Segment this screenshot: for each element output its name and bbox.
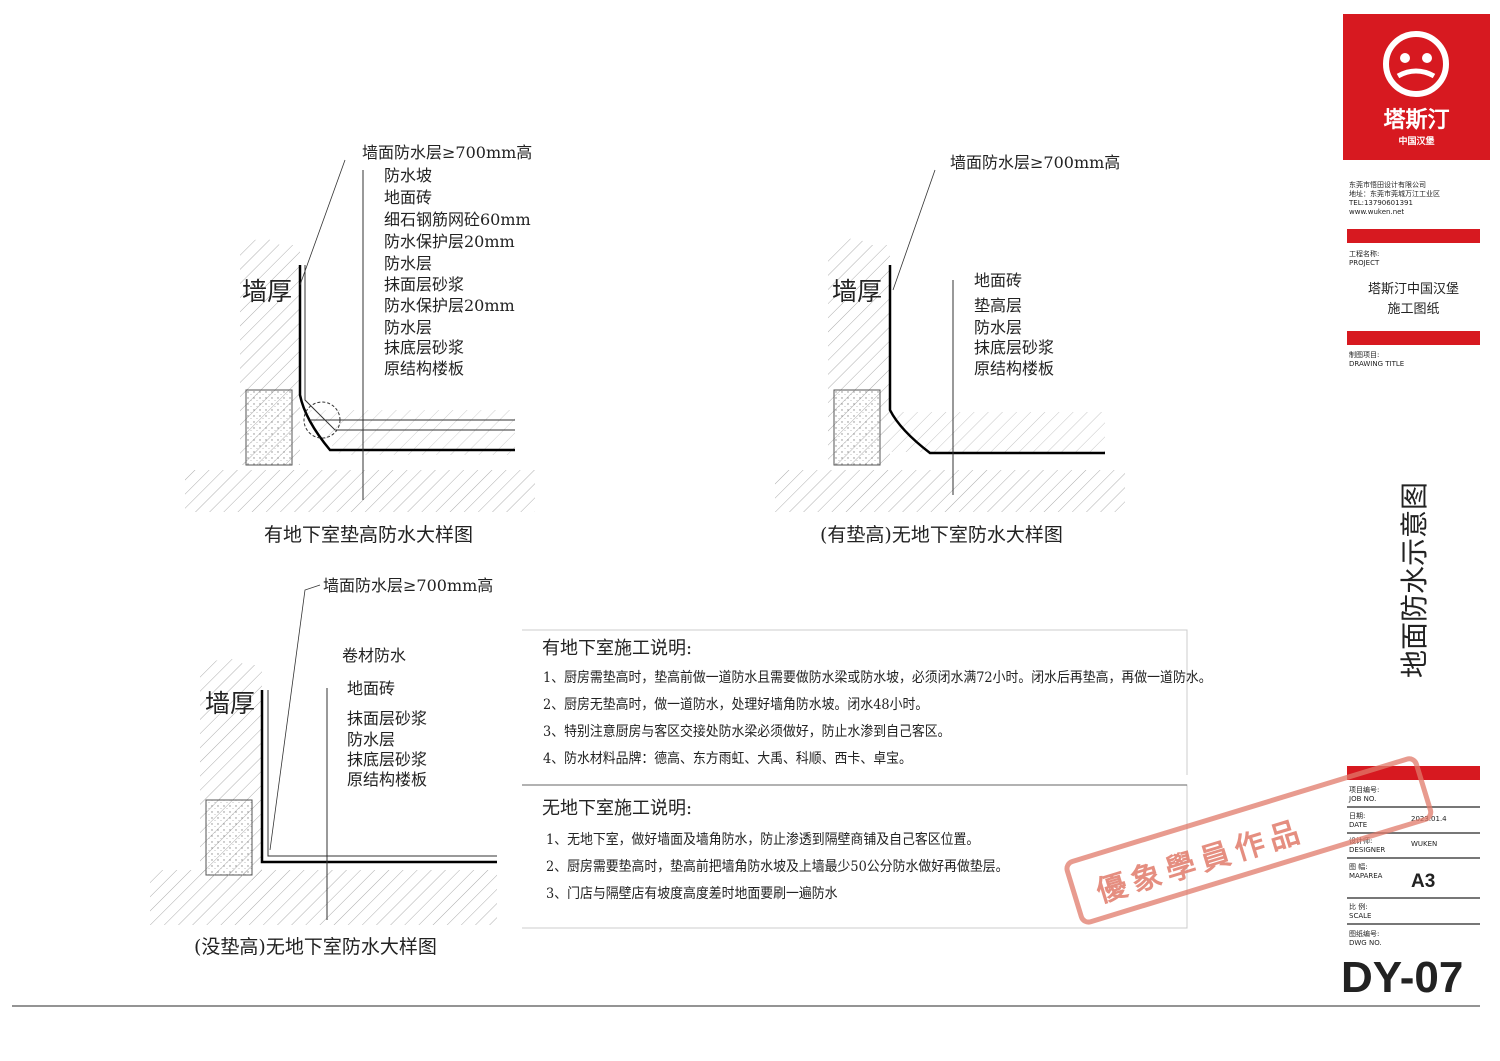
callout: 原结构楼板 xyxy=(384,359,465,378)
wall-thickness-label: 墙厚 xyxy=(205,689,256,718)
red-divider xyxy=(1347,766,1480,780)
divider xyxy=(1347,897,1480,899)
detail-caption: 有地下室垫高防水大样图 xyxy=(264,524,474,546)
brand-logo: 塔斯汀 中国汉堡 xyxy=(1343,14,1490,160)
note-item: 1、无地下室，做好墙面及墙角防水，防止渗透到隔壁商铺及自己客区位置。 xyxy=(546,832,980,848)
callout: 抹底层砂浆 xyxy=(347,750,428,769)
detail-caption: (有垫高)无地下室防水大样图 xyxy=(820,524,1063,546)
callout: 抹底层砂浆 xyxy=(974,338,1055,357)
red-divider xyxy=(1347,229,1480,243)
notes-title-no-basement: 无地下室施工说明: xyxy=(542,798,693,819)
callout: 墙面防水层≥700mm高 xyxy=(950,153,1121,172)
mascot-icon xyxy=(1383,31,1449,97)
wall-thickness-label: 墙厚 xyxy=(242,277,293,306)
callout: 防水保护层20mm xyxy=(384,296,515,315)
divider xyxy=(1347,923,1480,925)
date-label: 日期:DATE xyxy=(1349,812,1368,829)
callout: 防水保护层20mm xyxy=(384,232,515,251)
red-divider xyxy=(1347,331,1480,345)
callout: 墙面防水层≥700mm高 xyxy=(362,143,533,162)
note-item: 1、厨房需垫高时，垫高前做一道防水且需要做防水梁或防水坡，必须闭水满72小时。闭… xyxy=(543,670,1212,686)
callout: 卷材防水 xyxy=(342,646,407,665)
callout: 防水层 xyxy=(384,318,433,337)
note-item: 3、门店与隔壁店有坡度高度差时地面要刷一遍防水 xyxy=(546,886,838,902)
callout: 原结构楼板 xyxy=(347,770,428,789)
maparea-label: 图 幅:MAPAREA xyxy=(1349,863,1383,880)
divider xyxy=(1347,832,1480,834)
detail3-section xyxy=(150,584,497,925)
job-no-label: 项目编号:JOB NO. xyxy=(1349,786,1380,803)
detail2-section xyxy=(775,169,1125,512)
maparea-value: A3 xyxy=(1411,871,1436,892)
callout: 抹面层砂浆 xyxy=(347,709,428,728)
brand-name: 塔斯汀 xyxy=(1383,108,1450,133)
brand-sub: 中国汉堡 xyxy=(1398,137,1435,147)
callout: 抹底层砂浆 xyxy=(384,338,465,357)
company-name: 东莞市悟田设计有限公司 xyxy=(1349,181,1426,189)
dwg-no-value: DY-07 xyxy=(1341,953,1464,1002)
company-info: 东莞市悟田设计有限公司 地址：东莞市莞城万江工业区 TEL:1379060139… xyxy=(1349,181,1440,217)
callout: 原结构楼板 xyxy=(974,359,1055,378)
project-label: 工程名称:PROJECT xyxy=(1349,250,1380,267)
callout: 墙面防水层≥700mm高 xyxy=(323,576,494,595)
callout: 防水层 xyxy=(384,254,433,273)
callout: 地面砖 xyxy=(974,271,1023,290)
date-value: 2023.01.4 xyxy=(1411,815,1447,823)
callout: 地面砖 xyxy=(384,188,433,207)
drawing-title-label: 制图项目:DRAWING TITLE xyxy=(1349,351,1405,368)
callout: 防水坡 xyxy=(384,166,433,185)
wall-thickness-label: 墙厚 xyxy=(832,277,883,306)
callout: 防水层 xyxy=(974,318,1023,337)
note-item: 3、特别注意厨房与客区交接处防水梁必须做好，防止水渗到自己客区。 xyxy=(543,724,951,740)
notes-title-basement: 有地下室施工说明: xyxy=(542,638,693,659)
drawing-title: 地面防水示意图 xyxy=(1398,482,1431,679)
dwg-no-label: 图纸编号:DWG NO. xyxy=(1349,930,1382,947)
designer-value: WUKEN xyxy=(1411,840,1438,848)
note-item: 2、厨房需要垫高时，垫高前把墙角防水坡及上墙最少50公分防水做好再做垫层。 xyxy=(546,859,1009,875)
note-item: 4、防水材料品牌：德高、东方雨虹、大禹、科顺、西卡、卓宝。 xyxy=(543,751,912,767)
designer-label: 设计师:DESIGNER xyxy=(1349,837,1386,854)
detail-caption: (没垫高)无地下室防水大样图 xyxy=(194,936,437,958)
callout: 地面砖 xyxy=(347,679,396,698)
callout: 抹面层砂浆 xyxy=(384,275,465,294)
scale-label: 比 例:SCALE xyxy=(1349,903,1372,920)
company-phone: TEL:13790601391 xyxy=(1349,199,1413,207)
note-item: 2、厨房无垫高时，做一道防水，处理好墙角防水坡。闭水48小时。 xyxy=(543,697,929,713)
company-address: 地址：东莞市莞城万江工业区 xyxy=(1349,190,1440,198)
divider xyxy=(1347,806,1480,808)
project-name: 塔斯汀中国汉堡施工图纸 xyxy=(1367,282,1459,317)
company-website: www.wuken.net xyxy=(1349,208,1405,216)
divider xyxy=(1347,857,1480,859)
callout: 垫高层 xyxy=(974,296,1023,315)
callout: 防水层 xyxy=(347,730,396,749)
detail1-section xyxy=(185,159,535,512)
callout: 细石钢筋网砼60mm xyxy=(384,210,531,229)
